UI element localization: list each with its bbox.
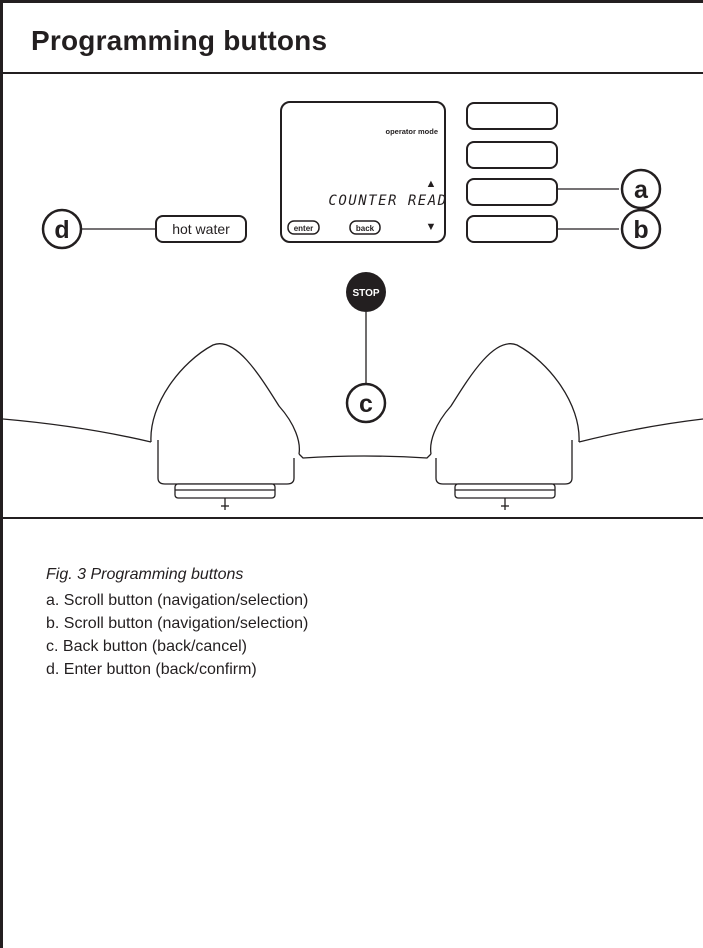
legend-item-d: d. Enter button (back/confirm) bbox=[46, 661, 257, 678]
callout-d: d bbox=[41, 208, 83, 250]
display-screen: operator mode COUNTER READ ▲ ▼ enter bac… bbox=[280, 101, 447, 243]
legend-item-a: a. Scroll button (navigation/selection) bbox=[46, 592, 309, 609]
display-main-text: COUNTER READ bbox=[328, 193, 447, 209]
callout-a: a bbox=[620, 168, 662, 210]
down-arrow-icon: ▼ bbox=[426, 221, 437, 233]
display-back-label: back bbox=[356, 224, 375, 233]
legend-item-c: c. Back button (back/cancel) bbox=[46, 638, 247, 655]
right-spout bbox=[435, 440, 573, 510]
scroll-button-a[interactable] bbox=[466, 178, 558, 206]
header: Programming buttons bbox=[3, 3, 703, 74]
figure-caption-block: Fig. 3 Programming buttons a. Scroll but… bbox=[46, 566, 686, 681]
hot-water-button[interactable]: hot water bbox=[155, 215, 247, 243]
display-back-button[interactable]: back bbox=[349, 220, 381, 235]
scroll-button-b[interactable] bbox=[466, 215, 558, 243]
figure-caption: Fig. 3 Programming buttons bbox=[46, 566, 244, 583]
legend-item-b: b. Scroll button (navigation/selection) bbox=[46, 615, 309, 632]
display-mode-text: operator mode bbox=[385, 127, 438, 136]
left-spout bbox=[157, 440, 295, 510]
stop-button[interactable]: STOP bbox=[346, 272, 386, 312]
stop-label: STOP bbox=[352, 288, 379, 299]
callout-c: c bbox=[345, 382, 387, 424]
page-title: Programming buttons bbox=[31, 25, 328, 56]
callout-b-label: b bbox=[633, 216, 648, 244]
callout-a-label: a bbox=[634, 176, 649, 204]
panel-button-2[interactable] bbox=[466, 141, 558, 169]
up-arrow-icon: ▲ bbox=[426, 178, 437, 190]
panel-button-1[interactable] bbox=[466, 102, 558, 130]
diagram-panel: operator mode COUNTER READ ▲ ▼ enter bac… bbox=[3, 74, 703, 519]
hot-water-label: hot water bbox=[172, 221, 230, 237]
display-enter-label: enter bbox=[294, 224, 314, 233]
machine-diagram: operator mode COUNTER READ ▲ ▼ enter bac… bbox=[3, 101, 703, 510]
legend-list: a. Scroll button (navigation/selection) … bbox=[46, 589, 686, 681]
callout-c-label: c bbox=[359, 390, 373, 418]
callout-b: b bbox=[620, 208, 662, 250]
machine-outline bbox=[3, 343, 703, 459]
display-enter-button[interactable]: enter bbox=[287, 220, 320, 235]
callout-d-label: d bbox=[54, 216, 69, 244]
